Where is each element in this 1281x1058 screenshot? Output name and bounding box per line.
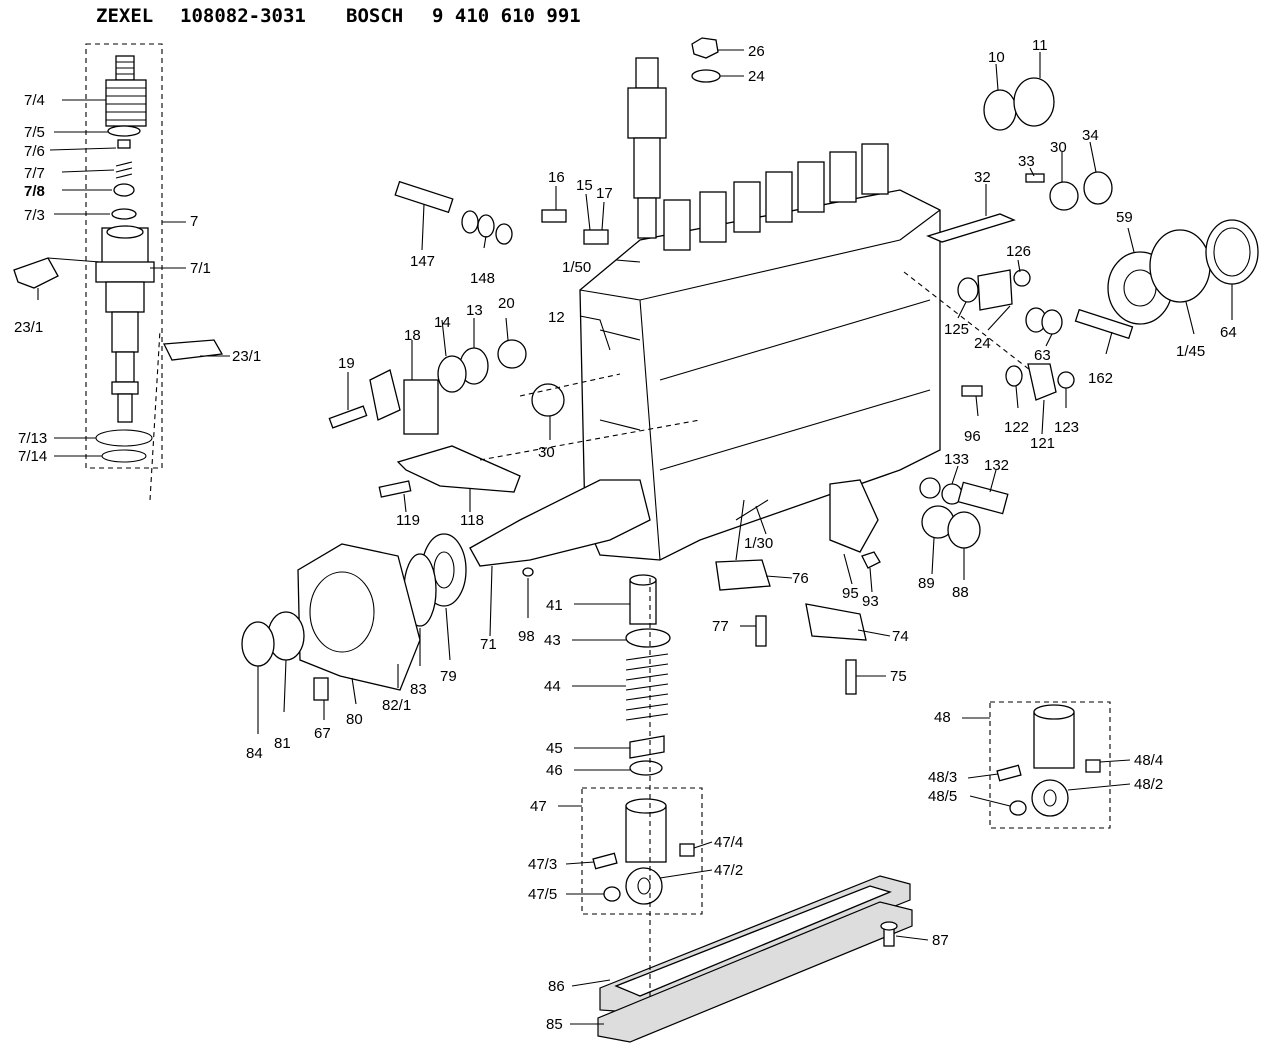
part-labels: 7/4 7/5 7/6 7/7 7/8 7/3 7 7/1 23/1 23/1 … [14,37,1237,1033]
label-17: 17 [596,185,613,202]
label-122: 122 [1004,419,1029,436]
label-47-4: 47/4 [714,834,743,851]
label-79: 79 [440,668,457,685]
label-77: 77 [712,618,729,635]
label-32: 32 [974,169,991,186]
label-71: 71 [480,636,497,653]
label-162: 162 [1088,370,1113,387]
label-20: 20 [498,295,515,312]
label-7-5: 7/5 [24,124,45,141]
header-part-bosch: 9 410 610 991 [432,5,581,27]
label-85: 85 [546,1016,563,1033]
label-43: 43 [544,632,561,649]
label-45: 45 [546,740,563,757]
label-63: 63 [1034,347,1051,364]
label-44: 44 [544,678,561,695]
label-89: 89 [918,575,935,592]
label-7-14: 7/14 [18,448,47,465]
label-7-8: 7/8 [24,183,45,200]
label-96: 96 [964,428,981,445]
label-80: 80 [346,711,363,728]
label-26: 26 [748,43,765,60]
label-24-top: 24 [748,68,765,85]
label-18: 18 [404,327,421,344]
label-47: 47 [530,798,547,815]
label-93: 93 [862,593,879,610]
label-41: 41 [546,597,563,614]
label-84: 84 [246,745,263,762]
label-23-1-left: 23/1 [14,319,43,336]
label-15: 15 [576,177,593,194]
label-14: 14 [434,314,451,331]
label-47-3: 47/3 [528,856,557,873]
label-133: 133 [944,451,969,468]
label-147: 147 [410,253,435,270]
label-10: 10 [988,49,1005,66]
label-47-5: 47/5 [528,886,557,903]
label-48-5: 48/5 [928,788,957,805]
label-23-1-right: 23/1 [232,348,261,365]
label-7-3: 7/3 [24,207,45,224]
label-98: 98 [518,628,535,645]
label-30-top: 30 [1050,139,1067,156]
label-7-6: 7/6 [24,143,45,160]
label-86: 86 [548,978,565,995]
label-13: 13 [466,302,483,319]
label-11: 11 [1032,37,1048,54]
label-33: 33 [1018,153,1035,170]
label-83: 83 [410,681,427,698]
label-34: 34 [1082,127,1099,144]
label-95: 95 [842,585,859,602]
label-88: 88 [952,584,969,601]
label-48-3: 48/3 [928,769,957,786]
label-87: 87 [932,932,949,949]
label-16: 16 [548,169,565,186]
label-7-13: 7/13 [18,430,47,447]
label-1-30: 1/30 [744,535,773,552]
label-48-2: 48/2 [1134,776,1163,793]
label-1-45: 1/45 [1176,343,1205,360]
header-maker-zexel: ZEXEL [96,5,153,27]
label-7: 7 [190,213,198,230]
label-7-4: 7/4 [24,92,45,109]
label-118: 118 [460,512,484,529]
label-121: 121 [1030,435,1055,452]
label-7-1: 7/1 [190,260,211,277]
label-123: 123 [1054,419,1079,436]
label-48: 48 [934,709,951,726]
label-1-50: 1/50 [562,259,591,276]
label-76: 76 [792,570,809,587]
label-74: 74 [892,628,909,645]
label-30-left: 30 [538,444,555,461]
label-48-4: 48/4 [1134,752,1163,769]
label-125: 125 [944,321,969,338]
label-67: 67 [314,725,331,742]
label-47-2: 47/2 [714,862,743,879]
header-part-zexel: 108082-3031 [180,5,306,27]
label-24-right: 24 [974,335,991,352]
label-82-1: 82/1 [382,697,411,714]
label-75: 75 [890,668,907,685]
label-7-7: 7/7 [24,165,45,182]
label-132: 132 [984,457,1009,474]
header-maker-bosch: BOSCH [346,5,403,27]
label-19: 19 [338,355,355,372]
label-64: 64 [1220,324,1237,341]
label-46: 46 [546,762,563,779]
label-59: 59 [1116,209,1133,226]
parts-artwork [13,37,1259,1043]
label-12: 12 [548,309,565,326]
label-81: 81 [274,735,291,752]
label-119: 119 [396,512,420,529]
label-126: 126 [1006,243,1031,260]
label-148: 148 [470,270,495,287]
